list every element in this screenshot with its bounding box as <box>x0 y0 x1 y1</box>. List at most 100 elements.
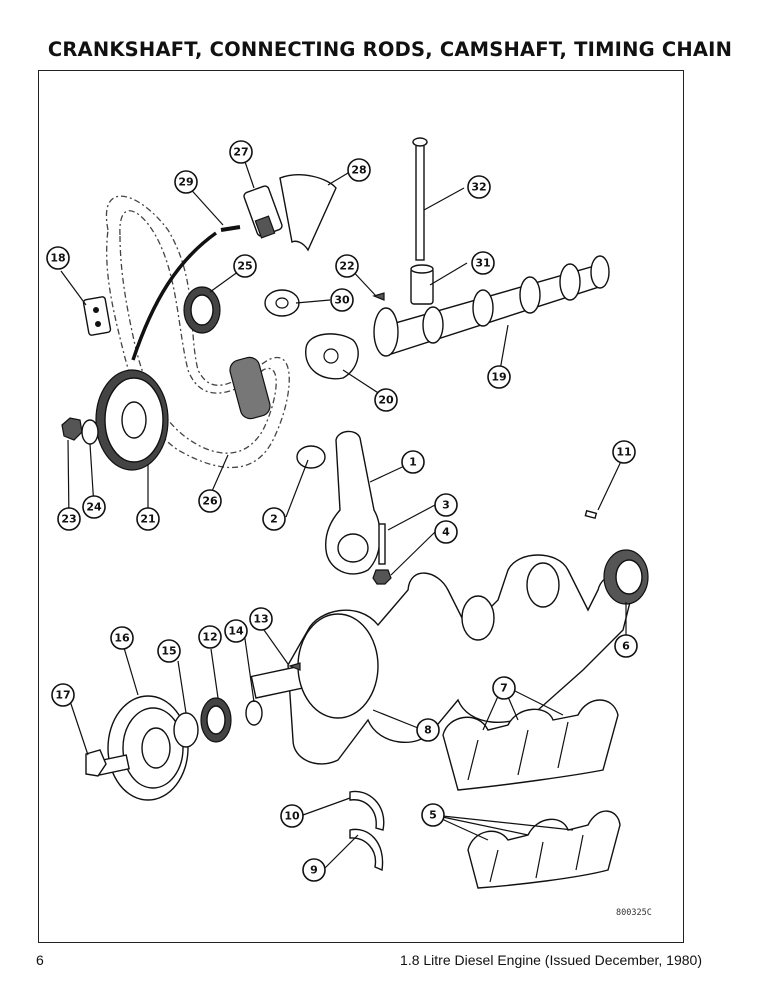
crank-spacer <box>245 700 263 726</box>
page-title: CRANKSHAFT, CONNECTING RODS, CAMSHAFT, T… <box>47 38 733 61</box>
rod-nut <box>372 569 392 585</box>
callout-label: 7 <box>500 682 508 695</box>
callout-label: 28 <box>351 164 366 177</box>
small-end-bushing <box>296 445 326 469</box>
sprocket-washer <box>81 419 99 445</box>
thrust-plate-hole <box>323 348 339 364</box>
callout-label: 18 <box>50 252 65 265</box>
callout-label: 27 <box>233 146 248 159</box>
callout-label: 9 <box>310 864 318 877</box>
callout-label: 23 <box>61 513 76 526</box>
callout-7: 7 <box>492 676 516 700</box>
tensioner-shoe <box>279 174 337 252</box>
callout-label: 17 <box>55 689 70 702</box>
callout-label: 10 <box>284 810 300 823</box>
camshaft-lobe <box>472 289 494 327</box>
callout-14: 14 <box>224 619 248 643</box>
callout-label: 25 <box>237 260 252 273</box>
crank-sprocket <box>206 705 226 735</box>
connecting-rod <box>325 430 381 575</box>
oil-jet-hole <box>93 307 99 313</box>
crank-web <box>297 613 379 719</box>
callout-24: 24 <box>82 495 106 519</box>
callout-13: 13 <box>249 607 273 631</box>
oil-jet-hole <box>95 321 101 327</box>
connecting-rod-big-end <box>337 533 369 563</box>
callout-9: 9 <box>302 858 326 882</box>
callout-label: 16 <box>114 632 130 645</box>
rod-bolt <box>378 523 386 565</box>
idler-sprocket <box>190 294 214 326</box>
exploded-parts-diagram: 1 2 3 4 5 6 7 8 9 10 11 12 13 14 15 16 1… <box>46 137 652 918</box>
oil-jet-block <box>82 296 112 336</box>
callout-17: 17 <box>51 683 75 707</box>
sprocket-nut <box>61 417 83 441</box>
callout-label: 6 <box>622 640 630 653</box>
callout-label: 1 <box>409 456 417 469</box>
callout-label: 12 <box>202 631 217 644</box>
callout-25: 25 <box>233 254 257 278</box>
camshaft-sprocket-hub <box>121 401 147 439</box>
callout-1: 1 <box>401 450 425 474</box>
callout-label: 29 <box>178 176 193 189</box>
callout-26: 26 <box>198 489 222 513</box>
main-bearing-set-lower <box>467 810 621 889</box>
callout-12: 12 <box>198 625 222 649</box>
callout-label: 22 <box>339 260 354 273</box>
callout-18: 18 <box>46 246 70 270</box>
main-bearing-lines <box>467 721 569 781</box>
timing-chain <box>105 195 290 469</box>
callout-label: 4 <box>442 526 450 539</box>
callout-8: 8 <box>416 718 440 742</box>
callout-label: 20 <box>378 394 394 407</box>
rear-oil-seal-inner <box>615 559 643 595</box>
footer-text: 1.8 Litre Diesel Engine (Issued December… <box>400 952 702 968</box>
callout-31: 31 <box>471 251 495 275</box>
callout-4: 4 <box>434 520 458 544</box>
callout-label: 26 <box>202 495 218 508</box>
chain-guide <box>131 231 218 361</box>
crank-pin <box>461 595 495 641</box>
camshaft-flange <box>373 307 399 357</box>
oil-slinger <box>173 712 199 748</box>
callout-label: 15 <box>161 645 176 658</box>
callout-22: 22 <box>335 254 359 278</box>
callout-16: 16 <box>110 626 134 650</box>
callout-32: 32 <box>467 175 491 199</box>
chain-links <box>229 356 271 420</box>
crankshaft-pulley-hub <box>141 727 171 769</box>
callout-label: 13 <box>253 613 268 626</box>
callout-label: 5 <box>429 809 437 822</box>
callout-23: 23 <box>57 507 81 531</box>
lower-bearing-lines <box>489 834 584 883</box>
callout-label: 14 <box>228 625 244 638</box>
callout-label: 21 <box>140 513 155 526</box>
callout-10: 10 <box>280 804 304 828</box>
crank-pin <box>526 562 560 608</box>
page-number: 6 <box>36 952 44 968</box>
callout-30: 30 <box>330 288 354 312</box>
callout-15: 15 <box>157 639 181 663</box>
callout-label: 3 <box>442 499 450 512</box>
thrust-washer-upper <box>349 790 385 831</box>
callout-label: 8 <box>424 724 432 737</box>
camshaft-lobe <box>559 263 581 301</box>
tensioner-bolt <box>220 225 241 232</box>
callout-27: 27 <box>229 140 253 164</box>
callout-label: 2 <box>270 513 278 526</box>
callout-6: 6 <box>614 634 638 658</box>
callout-19: 19 <box>487 365 511 389</box>
callout-label: 19 <box>491 371 506 384</box>
thrust-washer-lower <box>349 828 384 872</box>
pulley-bolt-head <box>85 749 107 777</box>
figure-code: 800325C <box>616 908 652 918</box>
tappet-top <box>410 264 434 274</box>
callout-label: 11 <box>616 446 631 459</box>
callout-label: 32 <box>471 181 486 194</box>
callout-3: 3 <box>434 493 458 517</box>
woodruff-key <box>288 662 301 671</box>
callout-5: 5 <box>421 803 445 827</box>
camshaft-lobe <box>590 255 610 289</box>
pushrod <box>415 141 425 261</box>
callout-21: 21 <box>136 507 160 531</box>
